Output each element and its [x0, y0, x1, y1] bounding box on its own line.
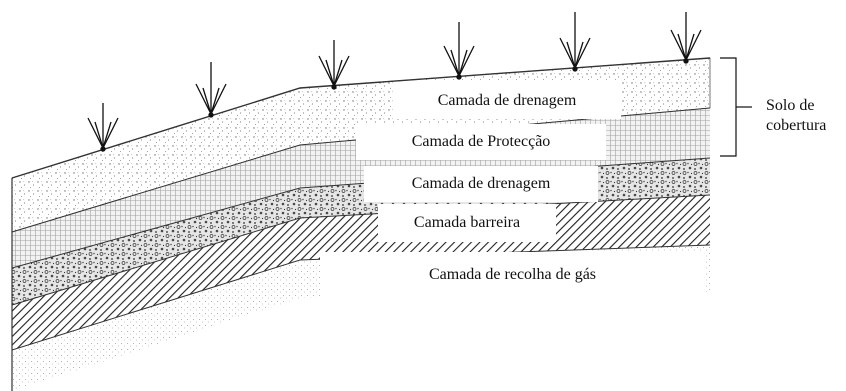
infiltration-arrows: [87, 12, 702, 152]
label-drainage-layer-top: Camada de drenagem: [393, 82, 621, 119]
cover-soil-bracket: [720, 57, 752, 157]
label-drainage-layer-lower: Camada de drenagem: [364, 166, 598, 202]
label-cover-soil: Solo de cobertura: [766, 96, 846, 136]
arrow-icon: [195, 62, 227, 118]
arrow-icon: [87, 103, 119, 152]
arrow-icon: [443, 22, 475, 80]
label-cover-soil-line2: cobertura: [766, 117, 827, 134]
label-barrier-layer: Camada barreira: [378, 204, 556, 242]
arrow-icon: [670, 12, 702, 64]
arrow-icon: [559, 12, 591, 72]
label-gas-collection-layer: Camada de recolha de gás: [320, 252, 705, 298]
label-protection-layer: Camada de Protecção: [356, 124, 606, 160]
label-cover-soil-line1: Solo de: [766, 97, 815, 114]
arrow-icon: [318, 40, 350, 90]
